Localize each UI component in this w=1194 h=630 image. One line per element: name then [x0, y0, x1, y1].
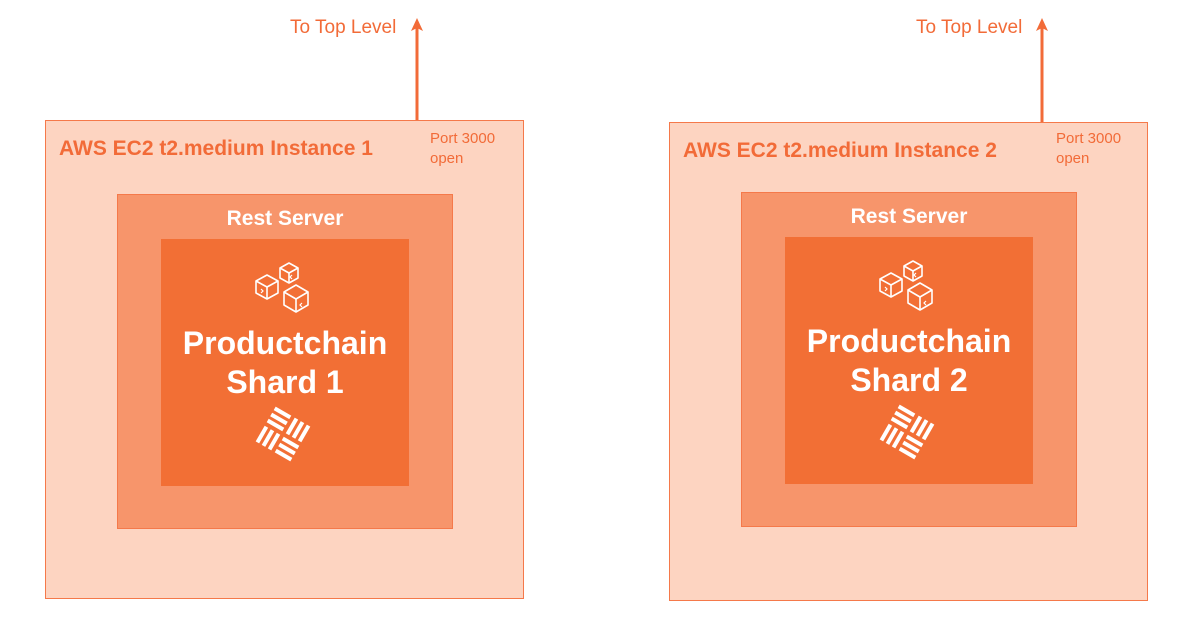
productchain-shard-box: Productchain Shard 2	[785, 237, 1033, 484]
rest-server-box: Rest Server Productchain Shard 1	[117, 194, 453, 529]
to-top-level-label-1: To Top Level	[290, 17, 397, 38]
instance-title: AWS EC2 t2.medium Instance 1	[59, 137, 373, 160]
parquet-pattern-icon	[255, 406, 311, 462]
parquet-pattern-icon	[879, 404, 935, 460]
rest-server-title: Rest Server	[850, 205, 968, 228]
port-note-line1: Port 3000	[1056, 130, 1122, 147]
rest-server-title: Rest Server	[226, 207, 344, 230]
instance-title: AWS EC2 t2.medium Instance 2	[683, 139, 997, 162]
shard-name-line2: Shard 2	[850, 362, 968, 398]
rest-server-box: Rest Server Productchain Shard 2	[741, 192, 1077, 527]
aws-ec2-instance-1: AWS EC2 t2.medium Instance 1 Port 3000 o…	[45, 120, 524, 599]
shard-name-line1: Productchain	[806, 323, 1012, 359]
port-note: Port 3000 open	[1056, 129, 1121, 169]
aws-ec2-instance-2: AWS EC2 t2.medium Instance 2 Port 3000 o…	[669, 122, 1148, 601]
port-note-line2: open	[1056, 150, 1090, 167]
port-note-line2: open	[430, 150, 464, 167]
to-top-level-label-2: To Top Level	[916, 17, 1023, 38]
cubes-icon	[255, 262, 309, 313]
shard-name-line1: Productchain	[182, 325, 388, 361]
shard-name-line2: Shard 1	[226, 364, 344, 400]
port-note-line1: Port 3000	[430, 130, 496, 147]
shard-name: Productchain Shard 1	[161, 324, 409, 402]
productchain-shard-box: Productchain Shard 1	[161, 239, 409, 486]
cubes-icon	[879, 260, 933, 311]
shard-name: Productchain Shard 2	[785, 322, 1033, 400]
port-note: Port 3000 open	[430, 129, 495, 169]
